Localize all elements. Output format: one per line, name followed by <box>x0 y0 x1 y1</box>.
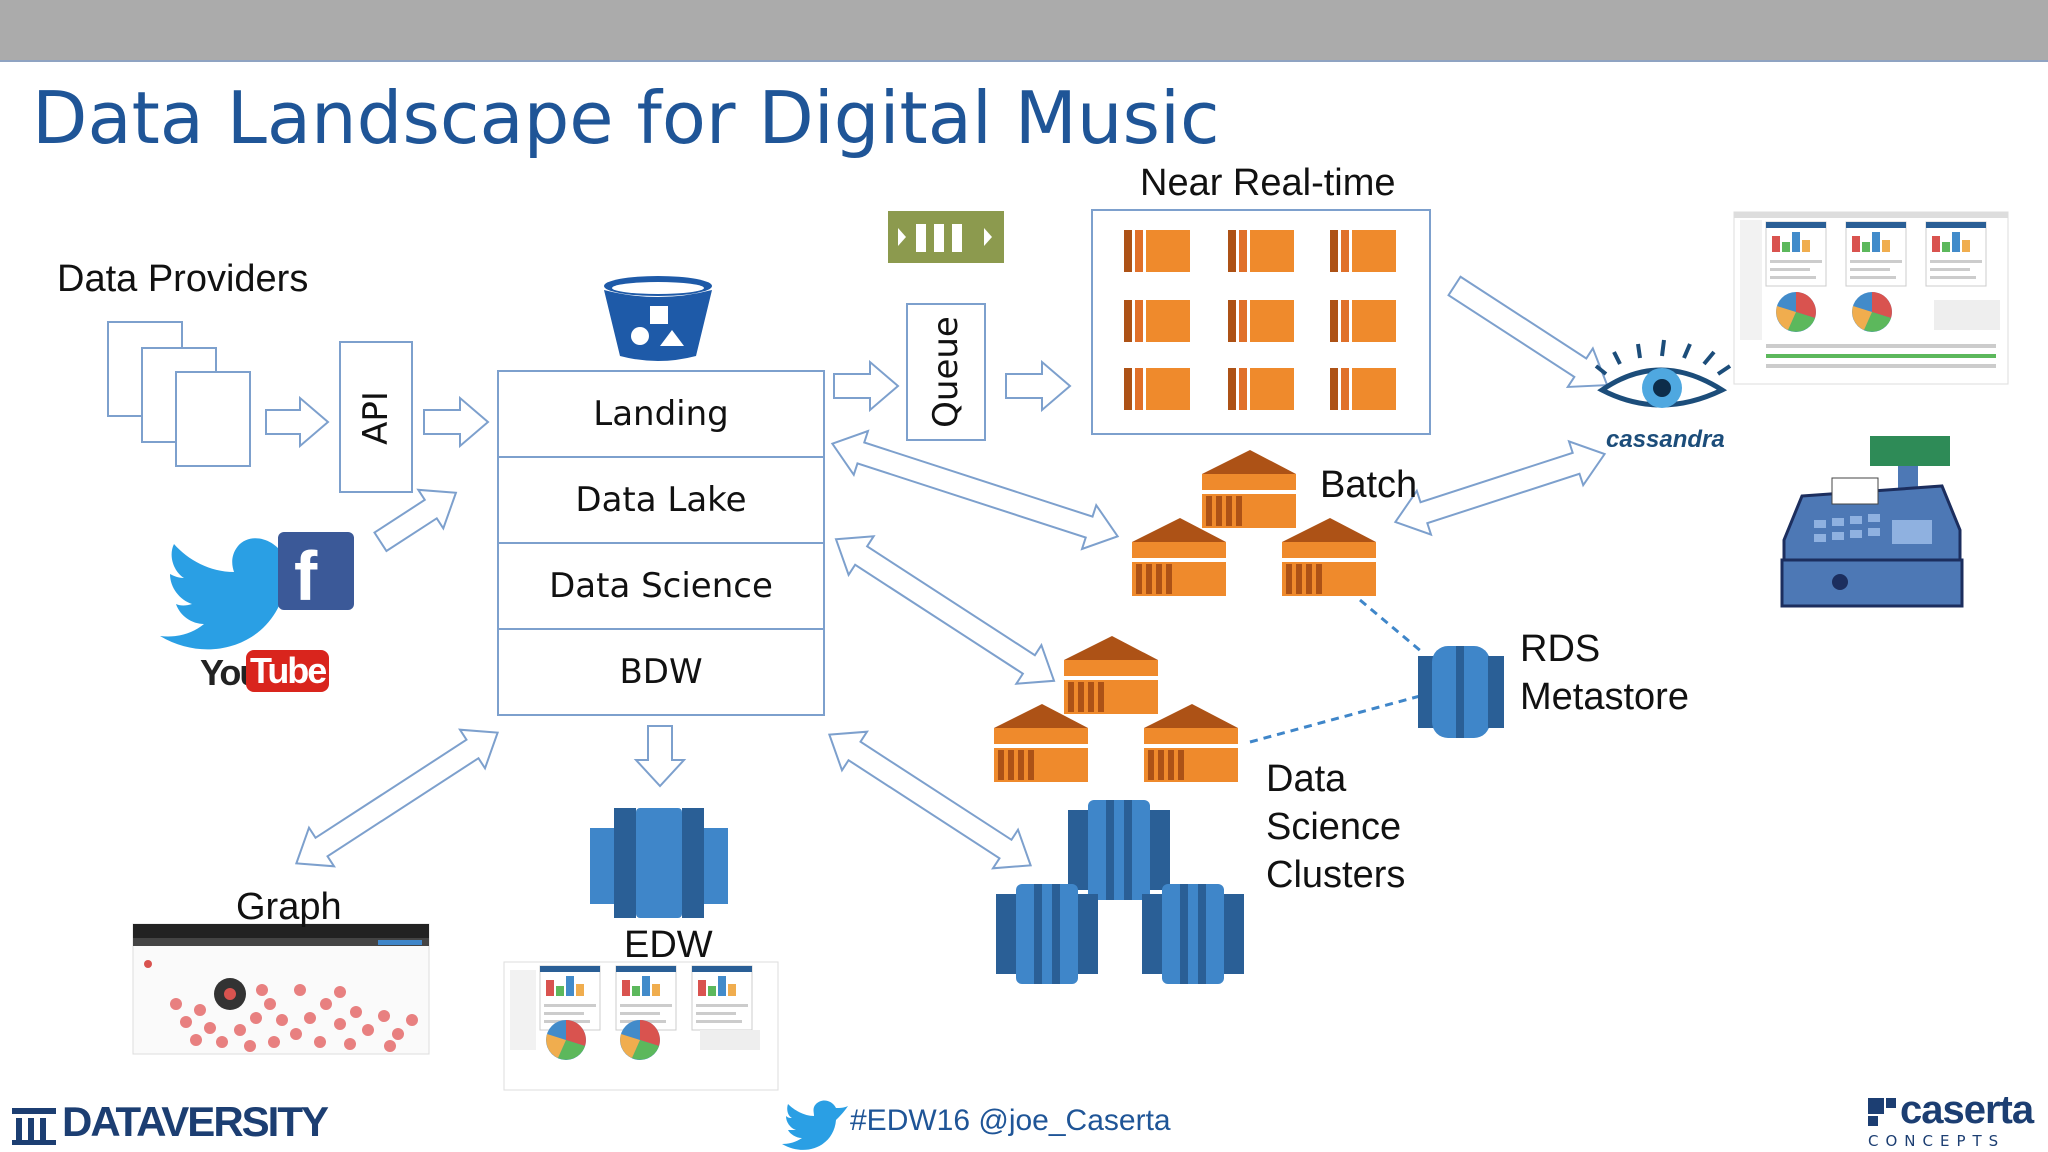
queue-icon <box>888 211 1004 263</box>
dsc-label-line3: Clusters <box>1266 854 1406 896</box>
flow-arrows <box>265 275 1609 788</box>
caserta-logo-icon <box>1868 1098 1896 1126</box>
data-science-db-cluster-icon <box>996 800 1244 984</box>
top-right-dashboard-screenshot <box>1733 211 2009 385</box>
cash-register-icon <box>1780 436 1964 608</box>
stack-data-science: Data Science <box>499 544 823 630</box>
edw-label: EDW <box>624 924 713 966</box>
cassandra-eye-icon <box>1594 339 1732 408</box>
rds-label-line1: RDS <box>1520 628 1601 670</box>
bucket-icon <box>604 276 712 361</box>
facebook-logo-text: f <box>294 537 318 615</box>
slide-title: Data Landscape for Digital Music <box>32 76 1220 160</box>
footer-twitter-icon <box>782 1100 848 1150</box>
caserta-logo-text: caserta <box>1900 1088 2034 1132</box>
near-real-time-instances <box>1124 230 1396 410</box>
rds-label-line2: Metastore <box>1520 676 1689 718</box>
stack-data-lake: Data Lake <box>499 458 823 544</box>
queue-label: Queue <box>926 316 966 428</box>
footer-hashtag: #EDW16 @joe_Caserta <box>850 1104 1171 1137</box>
metastore-links <box>1249 598 1423 744</box>
batch-label: Batch <box>1320 464 1418 506</box>
dataversity-logo-icon <box>12 1108 56 1145</box>
graph-label: Graph <box>236 886 342 928</box>
stack-landing: Landing <box>499 372 823 458</box>
bidirectional-arrows <box>294 429 1607 870</box>
edw-dashboard-screenshot <box>503 961 779 1091</box>
facebook-icon <box>278 532 354 610</box>
queue-box <box>906 303 986 441</box>
dsc-label-line2: Science <box>1266 806 1402 848</box>
data-platform-stack: Landing Data Lake Data Science BDW <box>497 370 825 716</box>
dataversity-logo-text: DATAVERSITY <box>62 1098 329 1145</box>
youtube-logo-tube: Tube <box>246 650 330 692</box>
cassandra-logo-text: cassandra <box>1606 426 1725 453</box>
documents-icon <box>107 321 251 467</box>
stack-bdw: BDW <box>619 652 703 692</box>
dsc-label-line1: Data <box>1266 758 1347 800</box>
graph-screenshot <box>132 923 430 1055</box>
rds-metastore-icon <box>1418 646 1504 738</box>
edw-icon <box>590 808 728 918</box>
near-real-time-label: Near Real-time <box>1140 162 1396 204</box>
api-box <box>339 341 413 493</box>
top-bar <box>0 0 2048 62</box>
api-label: API <box>356 391 396 445</box>
data-providers-label: Data Providers <box>57 258 309 300</box>
caserta-logo-subtext: CONCEPTS <box>1868 1132 2006 1150</box>
